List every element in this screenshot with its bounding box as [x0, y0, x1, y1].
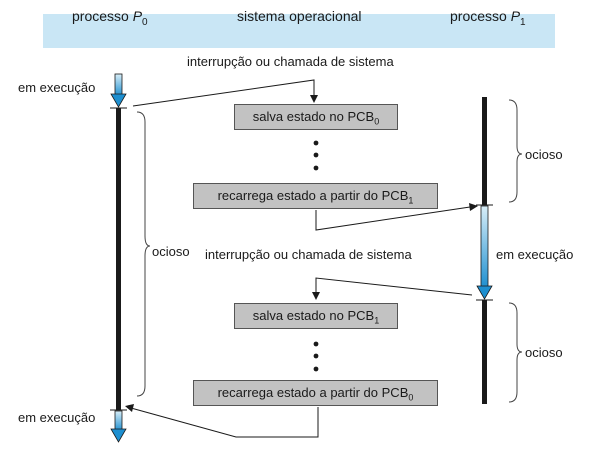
process-p1-subscript: 1 — [520, 16, 526, 28]
p1-exec-arrow — [476, 205, 493, 300]
flow-reload-to-p0-head — [125, 404, 134, 412]
p1-idle-brace-bottom — [508, 302, 523, 403]
p0-exec-arrow-top — [110, 73, 127, 108]
box-reload-pcb1: recarrega estado a partir do PCB1 — [193, 183, 438, 209]
pcb-subscript: 1 — [408, 195, 414, 206]
flow-p0-to-save — [132, 79, 315, 107]
header-band — [43, 14, 555, 48]
header-process-p1: processo P1 — [450, 8, 526, 28]
p1-idle-label-top: ocioso — [525, 147, 563, 162]
p1-exec-label: em execução — [496, 247, 574, 262]
p0-exec-arrow-bottom — [110, 410, 127, 443]
p0-idle-bar — [116, 108, 121, 410]
box-save-pcb1: salva estado no PCB1 — [234, 303, 398, 329]
p1-idle-bar-bottom — [482, 300, 487, 404]
p0-idle-label: ocioso — [152, 244, 190, 259]
box-reload-pcb0: recarrega estado a partir do PCB0 — [193, 380, 438, 406]
p0-exec-label-top: em execução — [18, 80, 96, 95]
header-os: sistema operacional — [237, 8, 362, 24]
process-letter: P — [510, 8, 521, 24]
ellipsis-dots-bottom — [313, 341, 319, 372]
process-p0-subscript: 0 — [142, 16, 148, 28]
interrupt-label-top: interrupção ou chamada de sistema — [187, 54, 394, 69]
p1-idle-label-bottom: ocioso — [525, 345, 563, 360]
p1-idle-bar-top — [482, 97, 487, 205]
flow-reload-to-p1 — [315, 206, 471, 231]
p0-idle-brace — [136, 111, 151, 397]
flow-reload-to-p1-head — [469, 203, 478, 211]
header-process-p0: processo P0 — [72, 8, 148, 28]
pcb-subscript: 0 — [408, 392, 414, 403]
ellipsis-dots-top — [313, 140, 319, 171]
flow-p1-to-save-head — [312, 292, 320, 300]
interrupt-label-mid: interrupção ou chamada de sistema — [205, 247, 412, 262]
pcb-subscript: 1 — [374, 315, 380, 326]
flow-p0-to-save-head — [310, 95, 318, 103]
process-letter: P — [132, 8, 143, 24]
p1-idle-brace-top — [508, 99, 523, 203]
pcb-subscript: 0 — [374, 116, 380, 127]
flow-p1-to-save — [315, 277, 473, 296]
flow-reload-to-p0 — [130, 407, 319, 438]
box-save-pcb0: salva estado no PCB0 — [234, 104, 398, 130]
p0-exec-label-bottom: em execução — [18, 410, 96, 425]
